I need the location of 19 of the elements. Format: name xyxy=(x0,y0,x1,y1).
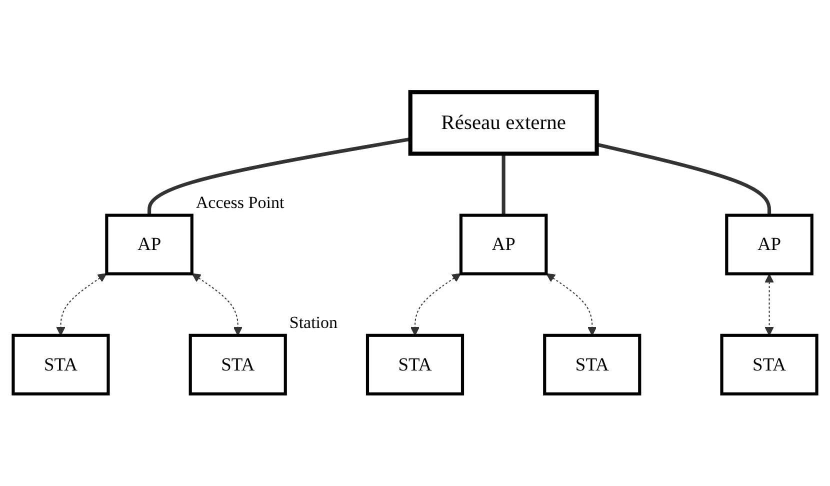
node-box: STA xyxy=(720,334,818,396)
arrow xyxy=(192,273,242,336)
node-caption: Access Point xyxy=(196,193,284,214)
connector xyxy=(148,137,411,216)
connector xyxy=(596,142,772,216)
node-box: AP xyxy=(459,214,548,276)
node-box: AP xyxy=(105,214,194,276)
connector xyxy=(502,154,506,216)
arrow xyxy=(410,273,462,336)
arrow xyxy=(764,274,774,336)
arrow xyxy=(56,273,107,336)
node-box: STA xyxy=(366,334,464,396)
node-box: STA xyxy=(543,334,642,396)
node-caption: Station xyxy=(289,313,338,334)
node-box: STA xyxy=(188,334,287,396)
node-box: STA xyxy=(12,334,110,396)
arrow xyxy=(546,273,597,336)
node-box: Réseau externe xyxy=(408,90,599,156)
node-box: AP xyxy=(725,214,814,276)
